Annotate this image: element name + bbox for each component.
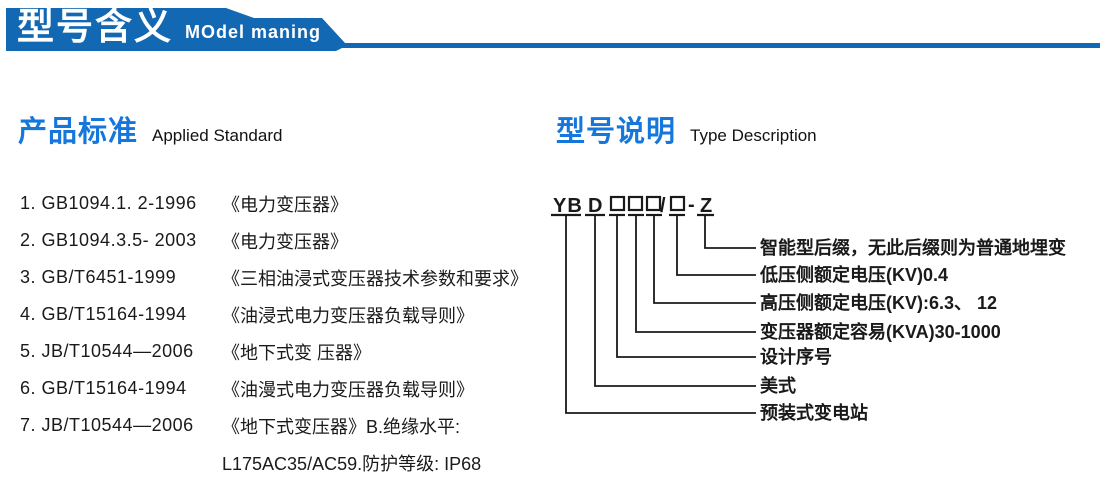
standard-row: 7. JB/T10544—2006 《地下式变压器》B.绝缘水平: — [20, 407, 560, 444]
standard-row: 6. GB/T15164-1994 《油漫式电力变压器负载导则》 — [20, 370, 560, 407]
code-suffix: Z — [700, 195, 712, 217]
wire-prefab-substation — [565, 216, 756, 414]
standard-title-continuation: L175AC35/AC59.防护等级: IP68 — [222, 453, 482, 474]
standard-code: 4. GB/T15164-1994 — [20, 304, 187, 324]
code-dash: - — [688, 194, 695, 216]
standard-row: 2. GB1094.3.5- 2003 《电力变压器》 — [20, 222, 560, 259]
wire-american-style — [594, 216, 756, 387]
standard-code: 1. GB1094.1. 2-1996 — [20, 193, 197, 213]
standard-row: 4. GB/T15164-1994 《油浸式电力变压器负载导则》 — [20, 296, 560, 333]
label-lv-voltage: 低压侧额定电压(KV)0.4 — [759, 264, 948, 285]
standard-row: 1. GB1094.1. 2-1996 《电力变压器》 — [20, 185, 560, 222]
wire-smart-suffix — [704, 216, 756, 249]
code-prefix: YB — [553, 195, 583, 217]
standard-row: 5. JB/T10544—2006 《地下式变 压器》 — [20, 333, 560, 370]
standards-heading-en: Applied Standard — [152, 126, 283, 145]
standard-row: 3. GB/T6451-1999 《三相油浸式变压器技术参数和要求》 — [20, 259, 560, 296]
wire-capacity — [635, 216, 756, 333]
standard-row-continuation: L175AC35/AC59.防护等级: IP68 — [20, 444, 560, 481]
standard-title: 《油漫式电力变压器负载导则》 — [222, 379, 474, 400]
label-design-serial: 设计序号 — [760, 346, 832, 367]
standard-code: 3. GB/T6451-1999 — [20, 267, 177, 287]
banner-title: 型号含义 — [17, 6, 173, 47]
label-rated-capacity: 变压器额定容易(KVA)30-1000 — [760, 321, 1001, 342]
banner-subtitle: MOdel maning — [185, 22, 322, 42]
code-d: D — [588, 195, 602, 217]
standard-code: 6. GB/T15164-1994 — [20, 378, 187, 398]
standard-title: 《地下式变压器》B.绝缘水平: — [222, 416, 461, 437]
standard-title: 《油浸式电力变压器负载导则》 — [222, 305, 474, 326]
standard-code: 5. JB/T10544—2006 — [20, 341, 194, 361]
model-heading-zh: 型号说明 — [556, 116, 677, 148]
page-banner: 型号含义 MOdel maning — [0, 0, 1100, 60]
standard-code: 2. GB1094.3.5- 2003 — [20, 230, 197, 250]
label-american-style: 美式 — [760, 375, 796, 396]
standard-code: 7. JB/T10544—2006 — [20, 415, 194, 435]
standard-title: 《电力变压器》 — [222, 231, 348, 252]
label-smart-suffix: 智能型后缀，无此后缀则为普通地埋变 — [760, 237, 1066, 258]
standards-heading-zh: 产品标准 — [18, 116, 139, 148]
code-box-hv — [627, 195, 644, 212]
standard-title: 《电力变压器》 — [222, 194, 348, 215]
code-box-hv2 — [645, 195, 662, 212]
wire-design-serial — [616, 216, 756, 358]
label-hv-voltage: 高压侧额定电压(KV):6.3、 12 — [760, 292, 997, 313]
code-slash: / — [660, 195, 666, 217]
model-code-diagram: YB D / - Z 智能型后缀，无此后 — [548, 183, 1100, 473]
standards-list: 1. GB1094.1. 2-1996 《电力变压器》 2. GB1094.3.… — [20, 185, 560, 481]
standard-title: 《三相油浸式变压器技术参数和要求》 — [222, 268, 528, 289]
banner-shape — [6, 8, 1100, 51]
wire-hv-voltage — [653, 216, 756, 304]
model-diagram-svg: YB D / - Z 智能型后缀，无此后 — [551, 194, 1066, 423]
code-box-capacity — [609, 195, 626, 212]
model-heading-en: Type Description — [690, 126, 817, 145]
code-box-lv — [669, 195, 686, 212]
label-prefab-substation: 预装式变电站 — [760, 402, 868, 423]
wire-lv-voltage — [676, 216, 756, 276]
standard-title: 《地下式变 压器》 — [222, 342, 372, 363]
model-heading: 型号说明 Type Description — [556, 108, 817, 150]
standards-heading: 产品标准 Applied Standard — [18, 108, 282, 150]
